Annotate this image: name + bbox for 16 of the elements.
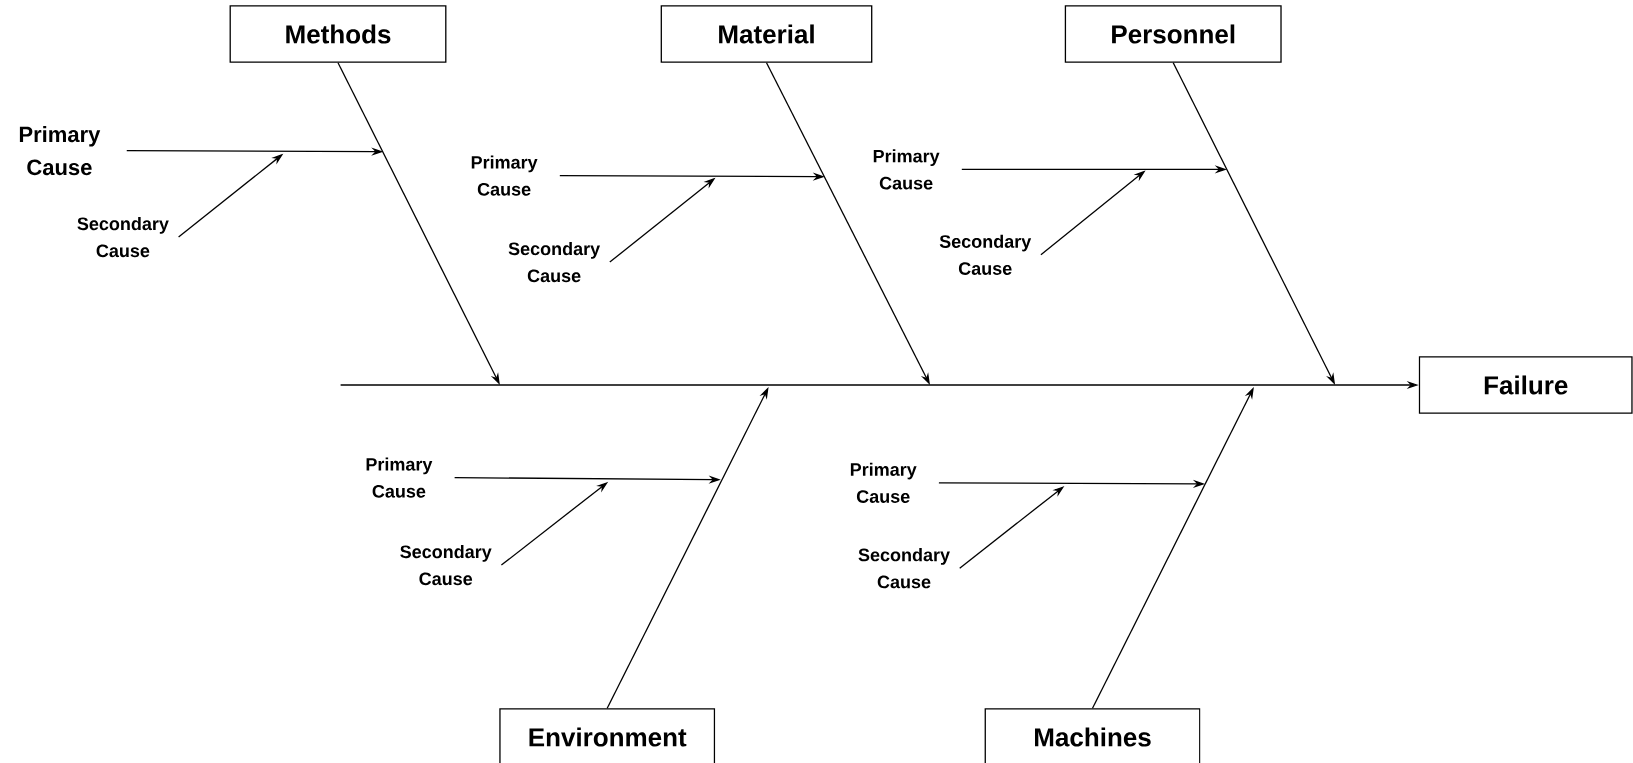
cause-label: Primary Cause bbox=[366, 457, 433, 498]
cause-label: Secondary Cause bbox=[858, 548, 950, 589]
cause-label: Primary Cause bbox=[850, 462, 917, 503]
category-box: Methods bbox=[229, 5, 447, 63]
cause-label: Primary Cause bbox=[873, 149, 940, 190]
cause-label: Primary Cause bbox=[19, 126, 101, 176]
category-box: Machines bbox=[984, 708, 1201, 763]
cause-label: Secondary Cause bbox=[400, 545, 492, 586]
cause-label: Secondary Cause bbox=[508, 242, 600, 283]
cause-label: Secondary Cause bbox=[939, 234, 1032, 275]
category-box: Material bbox=[660, 5, 873, 63]
category-box: Failure bbox=[1418, 356, 1633, 414]
category-box: Personnel bbox=[1064, 5, 1282, 63]
cause-label: Primary Cause bbox=[471, 155, 538, 196]
category-box: Environment bbox=[499, 708, 716, 763]
cause-label: Secondary Cause bbox=[77, 217, 169, 258]
